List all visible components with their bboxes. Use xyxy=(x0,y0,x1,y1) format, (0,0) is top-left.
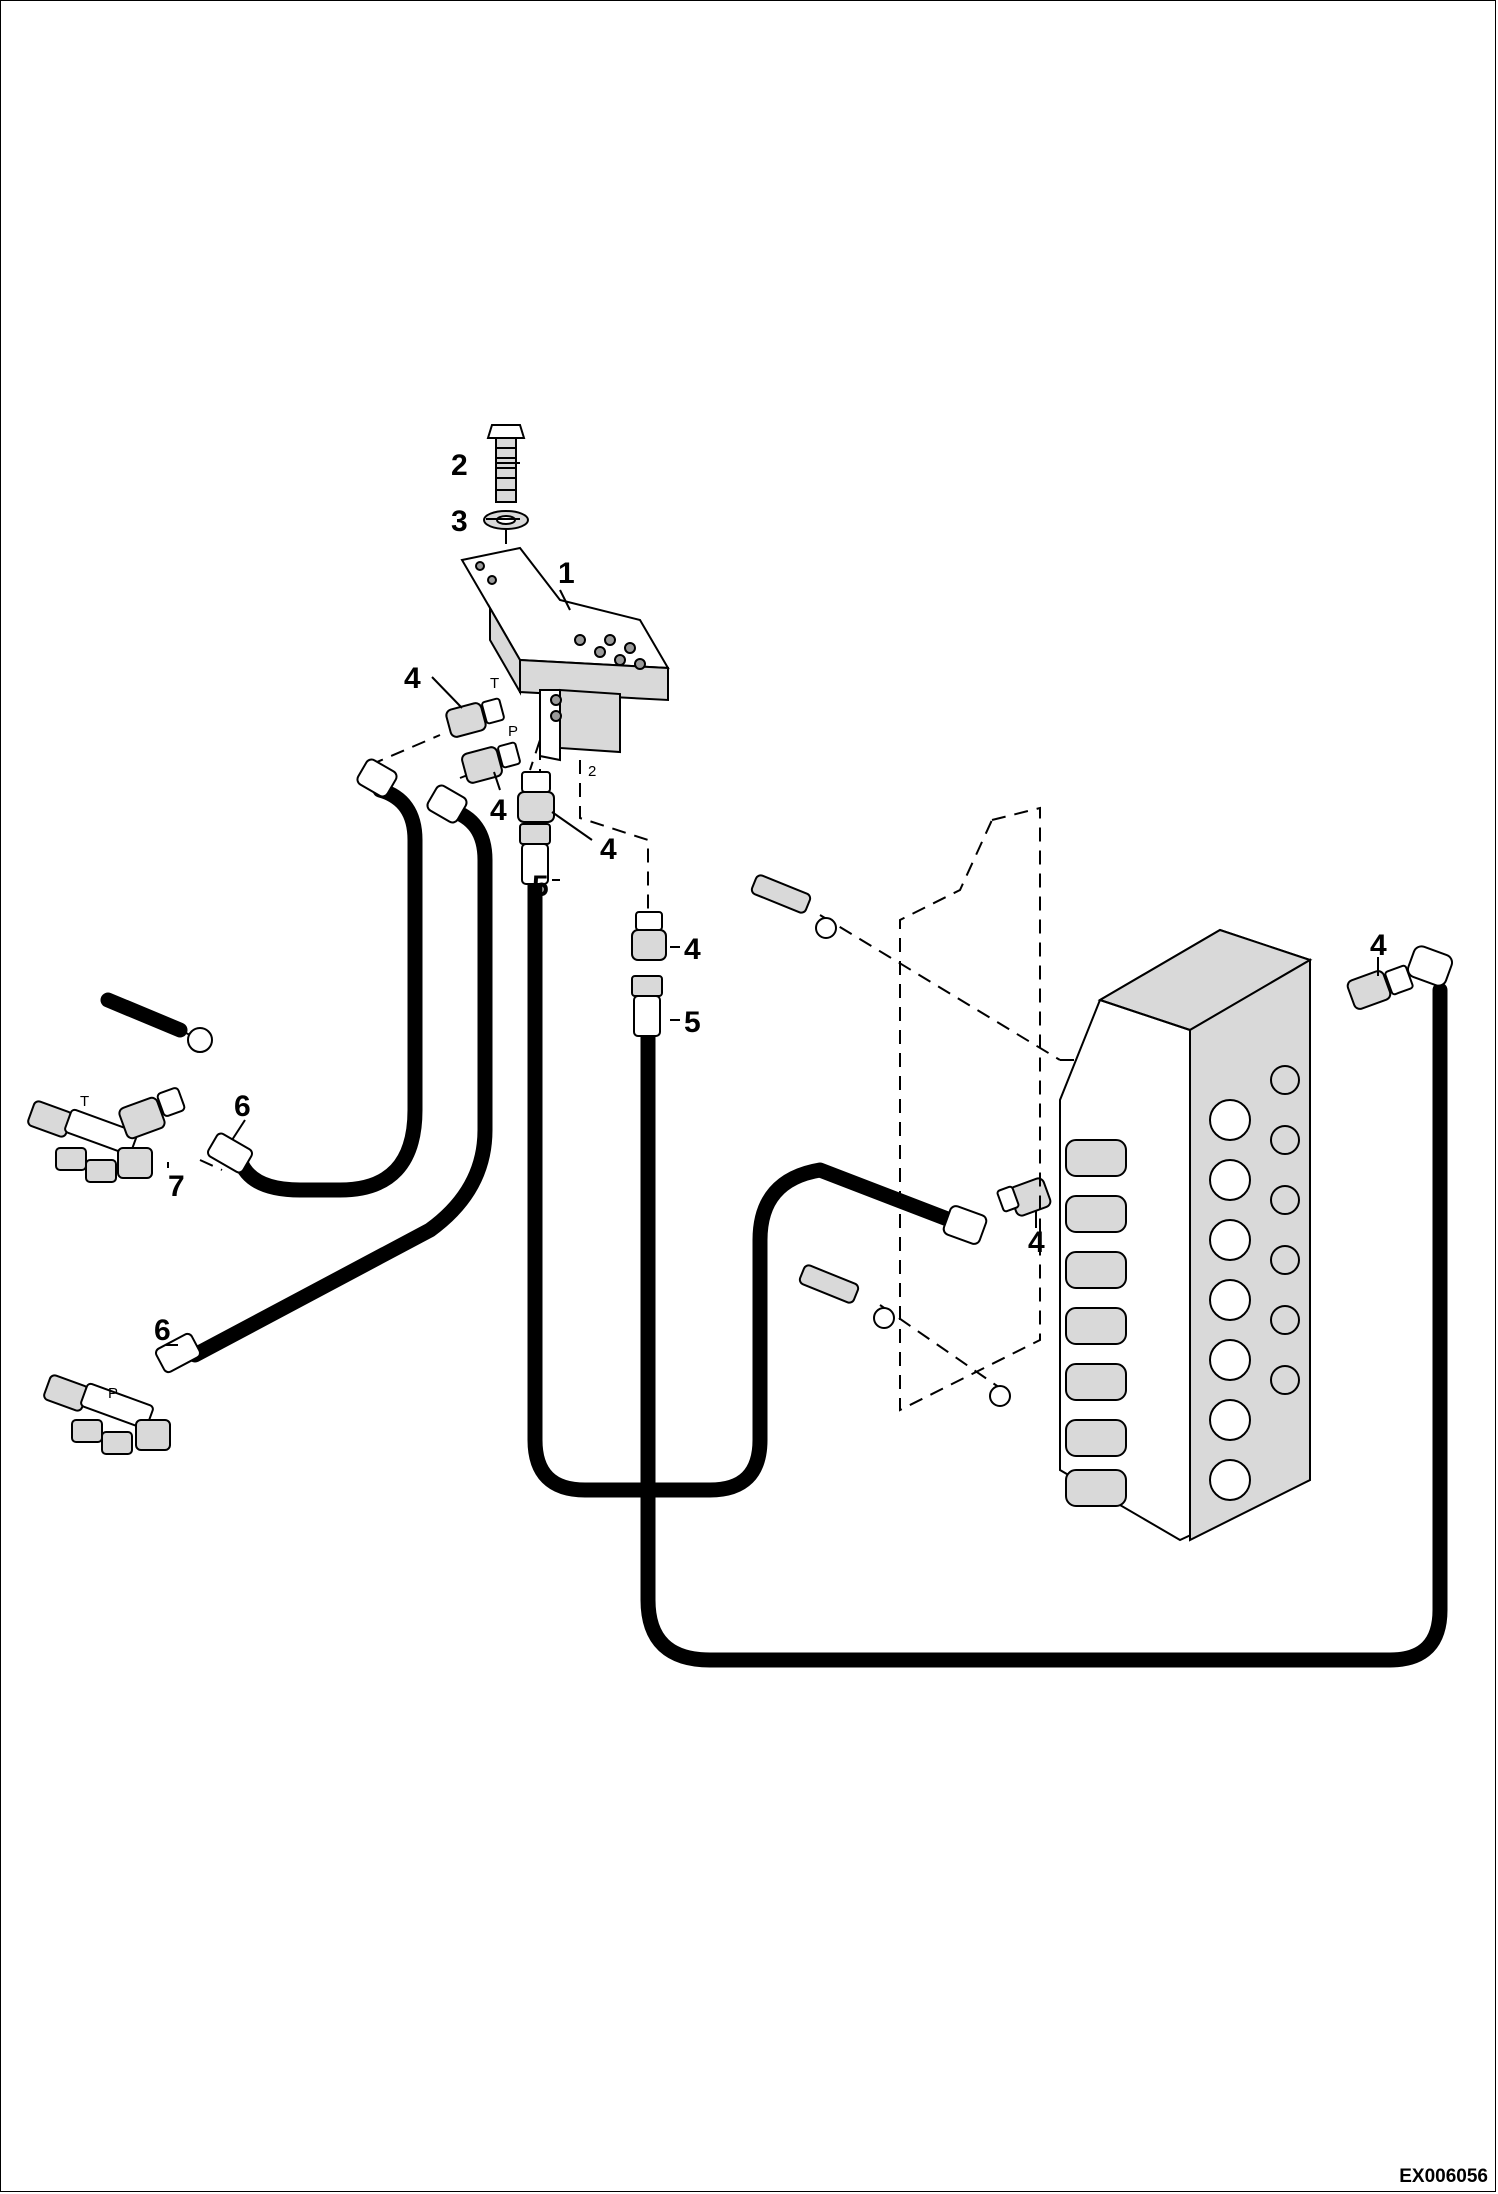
callout-5-right: 5 xyxy=(684,1006,701,1039)
plate-nut xyxy=(989,1385,1011,1407)
reducer-7 xyxy=(118,1087,186,1140)
fitting-center xyxy=(517,771,555,823)
callout-5-left: 5 xyxy=(532,870,549,903)
callout-2-small: 2 xyxy=(588,763,596,780)
callout-1: 1 xyxy=(558,557,575,590)
fitting-valve-side xyxy=(996,1177,1052,1217)
hose-5-left xyxy=(527,872,958,1498)
manifold-p xyxy=(43,1374,171,1455)
bolt xyxy=(486,424,526,503)
fitting-right-top xyxy=(1346,964,1414,1010)
leader-lines xyxy=(166,462,1379,1346)
hose-stub xyxy=(100,992,213,1053)
hose-end-upper-left xyxy=(356,758,468,824)
callout-6-upper: 6 xyxy=(234,1090,251,1123)
plate-bolt-upper xyxy=(750,874,837,939)
callout-4-t: 4 xyxy=(404,662,421,695)
port-label-t-upper: T xyxy=(490,675,499,692)
plate-bolt-lower xyxy=(798,1264,895,1329)
fitting-t xyxy=(445,697,505,738)
hose-end-5-left xyxy=(519,823,551,885)
fitting-mid xyxy=(631,911,667,961)
mounting-plate xyxy=(899,806,1041,1412)
manifold-t xyxy=(27,1100,153,1183)
fitting-p xyxy=(461,741,521,784)
callout-4-valve: 4 xyxy=(1028,1226,1045,1259)
callout-3: 3 xyxy=(451,505,468,538)
callout-4-mid: 4 xyxy=(684,933,701,966)
callout-4-p: 4 xyxy=(490,794,507,827)
hose-end-6 xyxy=(155,1132,253,1374)
port-label-t-lower: T xyxy=(80,1093,89,1110)
drawing-code: EX006056 xyxy=(1399,2166,1488,2187)
callout-2: 2 xyxy=(451,449,468,482)
hose-5-right xyxy=(640,982,1448,1668)
port-label-p-upper: P xyxy=(508,723,518,740)
port-label-p-lower: P xyxy=(108,1385,118,1402)
callout-7: 7 xyxy=(168,1170,185,1203)
valve-spools xyxy=(1065,1065,1300,1507)
pedal-valve-bracket xyxy=(460,546,670,762)
hose-end-right xyxy=(942,945,1454,1245)
callout-6-lower: 6 xyxy=(154,1314,171,1347)
hose-t-line xyxy=(232,782,423,1198)
hose-p-line xyxy=(187,802,493,1363)
hose-end-5-right xyxy=(631,975,663,1037)
callout-4-center: 4 xyxy=(600,833,617,866)
callout-4-right: 4 xyxy=(1370,929,1387,962)
